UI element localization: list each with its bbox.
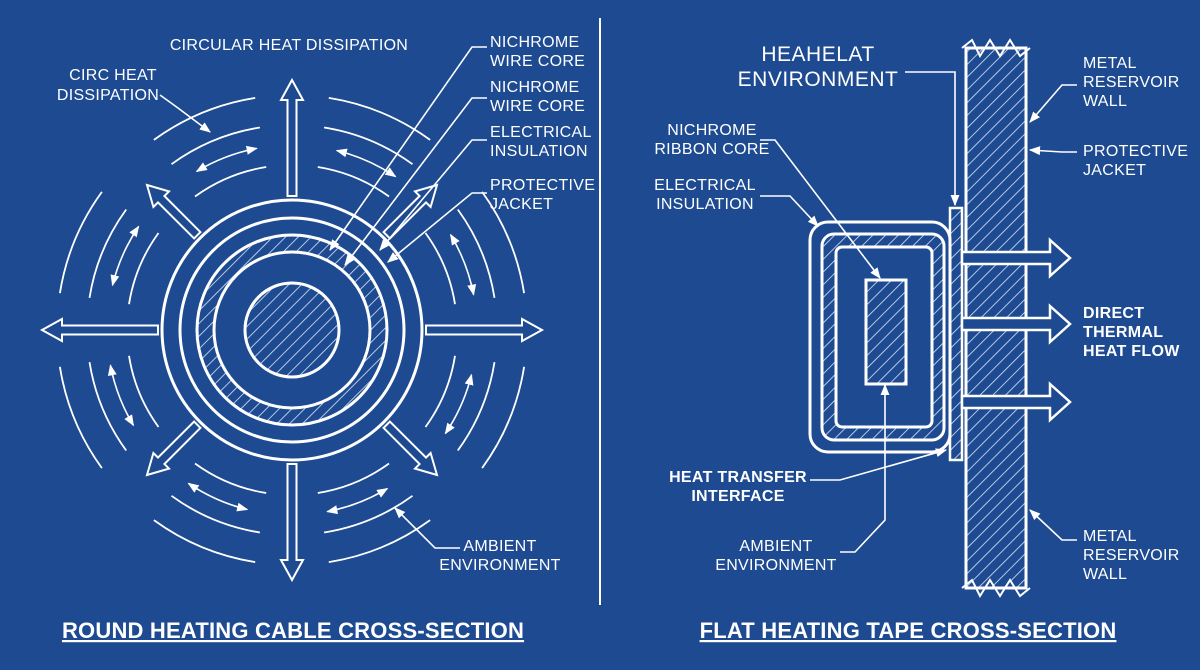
dissipation-ring-segment	[59, 191, 103, 294]
flat-ambient-environment-line1: AMBIENT	[739, 538, 812, 555]
electrical-insulation-label-line1: ELECTRICAL	[490, 124, 592, 141]
flat-tape-section: HEAHELAT ENVIRONMENT NICHROME RIBBON COR…	[654, 38, 1188, 643]
round-ambient-environment-line2: ENVIRONMENT	[439, 557, 561, 574]
circular-flow-arrow	[326, 487, 389, 515]
heat-transfer-interface	[948, 206, 964, 462]
dissipation-ring-segment	[153, 97, 256, 141]
nichrome-wire-core-label-1-line1: NICHROME	[490, 34, 580, 51]
dissipation-ring-segment	[457, 208, 496, 299]
metal-reservoir-wall-top-line1: METAL	[1083, 55, 1137, 72]
metal-reservoir-wall-top-line2: RESERVOIR	[1083, 74, 1180, 91]
nichrome-ribbon-core-label-line1: NICHROME	[667, 122, 757, 139]
circular-flow-arrow	[195, 145, 258, 173]
wall-break-bottom	[961, 578, 1031, 599]
dissipation-ring-segment	[328, 519, 431, 563]
nichrome-wire-core-label-2-line1: NICHROME	[490, 79, 580, 96]
cable-cross-section	[160, 198, 424, 462]
protective-jacket-label-line1: PROTECTIVE	[490, 177, 595, 194]
dissipation-ring-segment	[424, 355, 456, 428]
dissipation-ring-segment	[59, 366, 103, 469]
flat-ambient-environment-line2: ENVIRONMENT	[715, 557, 837, 574]
dissipation-ring-segment	[128, 355, 160, 428]
electrical-insulation-label-line2: INSULATION	[490, 143, 588, 160]
flat-tape-title: FLAT HEATING TAPE CROSS-SECTION	[700, 618, 1117, 643]
direct-thermal-heat-flow-line3: HEAT FLOW	[1083, 343, 1180, 360]
circ-heat-label-line1: CIRC HEAT	[69, 67, 157, 84]
wall-break-top	[961, 38, 1031, 59]
radial-arrow	[39, 317, 159, 343]
dissipation-ring-segment	[88, 208, 127, 299]
nichrome-wire-core	[243, 281, 341, 379]
circular-heat-dissipation-label: CIRCULAR HEAT DISSIPATION	[170, 37, 408, 54]
circ-heat-label-line2: DISSIPATION	[57, 87, 159, 104]
circular-flow-arrow	[449, 233, 477, 296]
round-leader-lines	[159, 46, 487, 549]
nichrome-wire-core-label-2-line2: WIRE CORE	[490, 98, 585, 115]
metal-reservoir-wall-bottom-line3: WALL	[1083, 566, 1127, 583]
flat-electrical-insulation-line2: INSULATION	[656, 196, 754, 213]
dissipation-ring-segment	[128, 232, 160, 305]
radial-arrow	[382, 420, 439, 477]
dissipation-ring-segment	[317, 462, 390, 494]
flat-electrical-insulation-line1: ELECTRICAL	[654, 177, 756, 194]
nichrome-ribbon-core	[864, 278, 908, 386]
radial-heat-arrows	[39, 77, 545, 583]
circular-flow-arrow	[110, 225, 140, 287]
circular-flow-arrow	[107, 364, 135, 427]
dissipation-ring-segment	[457, 361, 496, 452]
radial-arrow	[279, 77, 305, 197]
heat-transfer-interface-line1: HEAT TRANSFER	[669, 469, 807, 486]
dissipation-ring-segment	[323, 495, 414, 534]
dissipation-ring-segment	[323, 126, 414, 165]
flat-leader-lines	[760, 71, 1077, 553]
round-ambient-environment-line1: AMBIENT	[463, 538, 536, 555]
dissipation-ring-segment	[88, 361, 127, 452]
heat-flow-arrow-3	[960, 381, 1072, 423]
heat-transfer-interface-line2: INTERFACE	[691, 488, 784, 505]
dissipation-ring-segment	[153, 519, 256, 563]
nichrome-ribbon-core-label-line2: RIBBON CORE	[654, 141, 769, 158]
circular-flow-arrow	[444, 373, 474, 435]
heat-environment-label-line1: HEAHELAT	[761, 43, 874, 66]
dissipation-ring-segment	[328, 97, 431, 141]
dissipation-ring-segment	[424, 232, 456, 305]
radial-arrow	[279, 463, 305, 583]
direct-thermal-heat-flow-line1: DIRECT	[1083, 305, 1144, 322]
circular-flow-arrows	[107, 145, 477, 515]
direct-heat-flow-arrows	[960, 237, 1072, 423]
heat-environment-label-line2: ENVIRONMENT	[738, 68, 899, 91]
round-cable-section: CIRCULAR HEAT DISSIPATION CIRC HEAT DISS…	[39, 34, 595, 643]
radial-arrow	[425, 317, 545, 343]
direct-thermal-heat-flow-line2: THERMAL	[1083, 324, 1163, 341]
dissipation-ring-segment	[317, 166, 390, 198]
dissipation-ring-segment	[170, 495, 261, 534]
dissipation-ring-segment	[194, 462, 267, 494]
radial-arrow	[145, 183, 202, 240]
circular-flow-arrow	[335, 148, 397, 178]
protective-jacket-label-line2: JACKET	[490, 196, 553, 213]
heat-flow-arrow-1	[960, 237, 1072, 279]
nichrome-wire-core-label-1-line2: WIRE CORE	[490, 53, 585, 70]
flat-protective-jacket-line1: PROTECTIVE	[1083, 143, 1188, 160]
heat-flow-arrow-2	[960, 303, 1072, 345]
metal-reservoir-wall-top-line3: WALL	[1083, 93, 1127, 110]
round-cable-title: ROUND HEATING CABLE CROSS-SECTION	[62, 618, 524, 643]
metal-reservoir-wall-bottom-line1: METAL	[1083, 528, 1137, 545]
flat-protective-jacket-line2: JACKET	[1083, 162, 1146, 179]
radial-arrow	[145, 420, 202, 477]
circular-flow-arrow	[187, 482, 249, 512]
dissipation-ring-segment	[481, 191, 525, 294]
heat-dissipation-rings	[59, 97, 525, 563]
dissipation-ring-segment	[194, 166, 267, 198]
radial-arrow	[382, 183, 439, 240]
dissipation-ring-segment	[481, 366, 525, 469]
metal-reservoir-wall-bottom-line2: RESERVOIR	[1083, 547, 1180, 564]
dissipation-ring-segment	[170, 126, 261, 165]
